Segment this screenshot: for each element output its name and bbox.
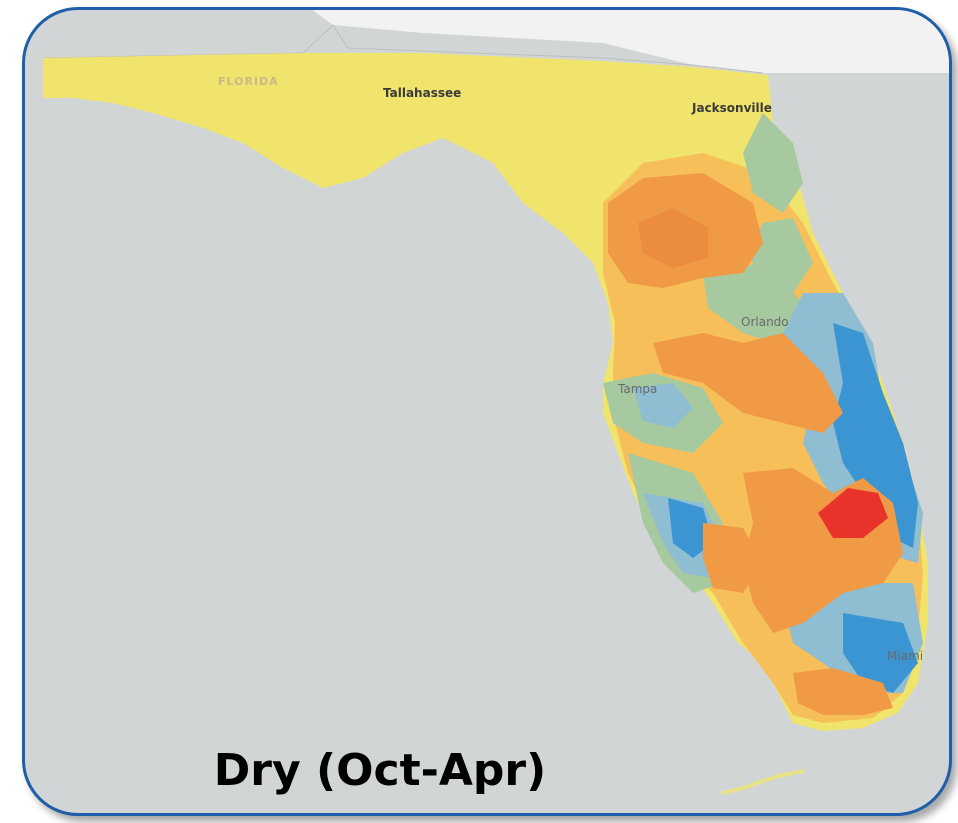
map-frame: FLORIDA Tallahassee Jacksonville Orlando… (22, 7, 952, 816)
florida-keys (721, 769, 805, 795)
city-label-tallahassee: Tallahassee (383, 86, 462, 100)
state-label-florida: FLORIDA (218, 75, 279, 88)
city-label-jacksonville: Jacksonville (692, 101, 772, 115)
precip-zone-green-east (743, 113, 803, 213)
city-label-tampa: Tampa (618, 382, 658, 396)
precip-zone-miami-darkblue (843, 613, 918, 693)
precip-zone-orange-central (653, 333, 843, 433)
city-label-miami: Miami (887, 649, 924, 663)
precip-zone-east-darkblue (833, 323, 918, 548)
precip-zone-tampa-blue (633, 383, 693, 428)
neighbor-land (312, 10, 949, 73)
precip-zone-southwest-darkblue (668, 498, 713, 558)
city-label-orlando: Orlando (741, 315, 789, 329)
season-caption: Dry (Oct-Apr) (213, 745, 547, 796)
precip-zone-orange-keys (793, 668, 893, 715)
precip-zone-red (818, 488, 888, 538)
precip-zone-orange-southwest (703, 523, 763, 593)
florida-map[interactable] (22, 7, 952, 816)
state-border-line (42, 24, 764, 74)
precip-zone-orange-north-core (638, 208, 708, 268)
